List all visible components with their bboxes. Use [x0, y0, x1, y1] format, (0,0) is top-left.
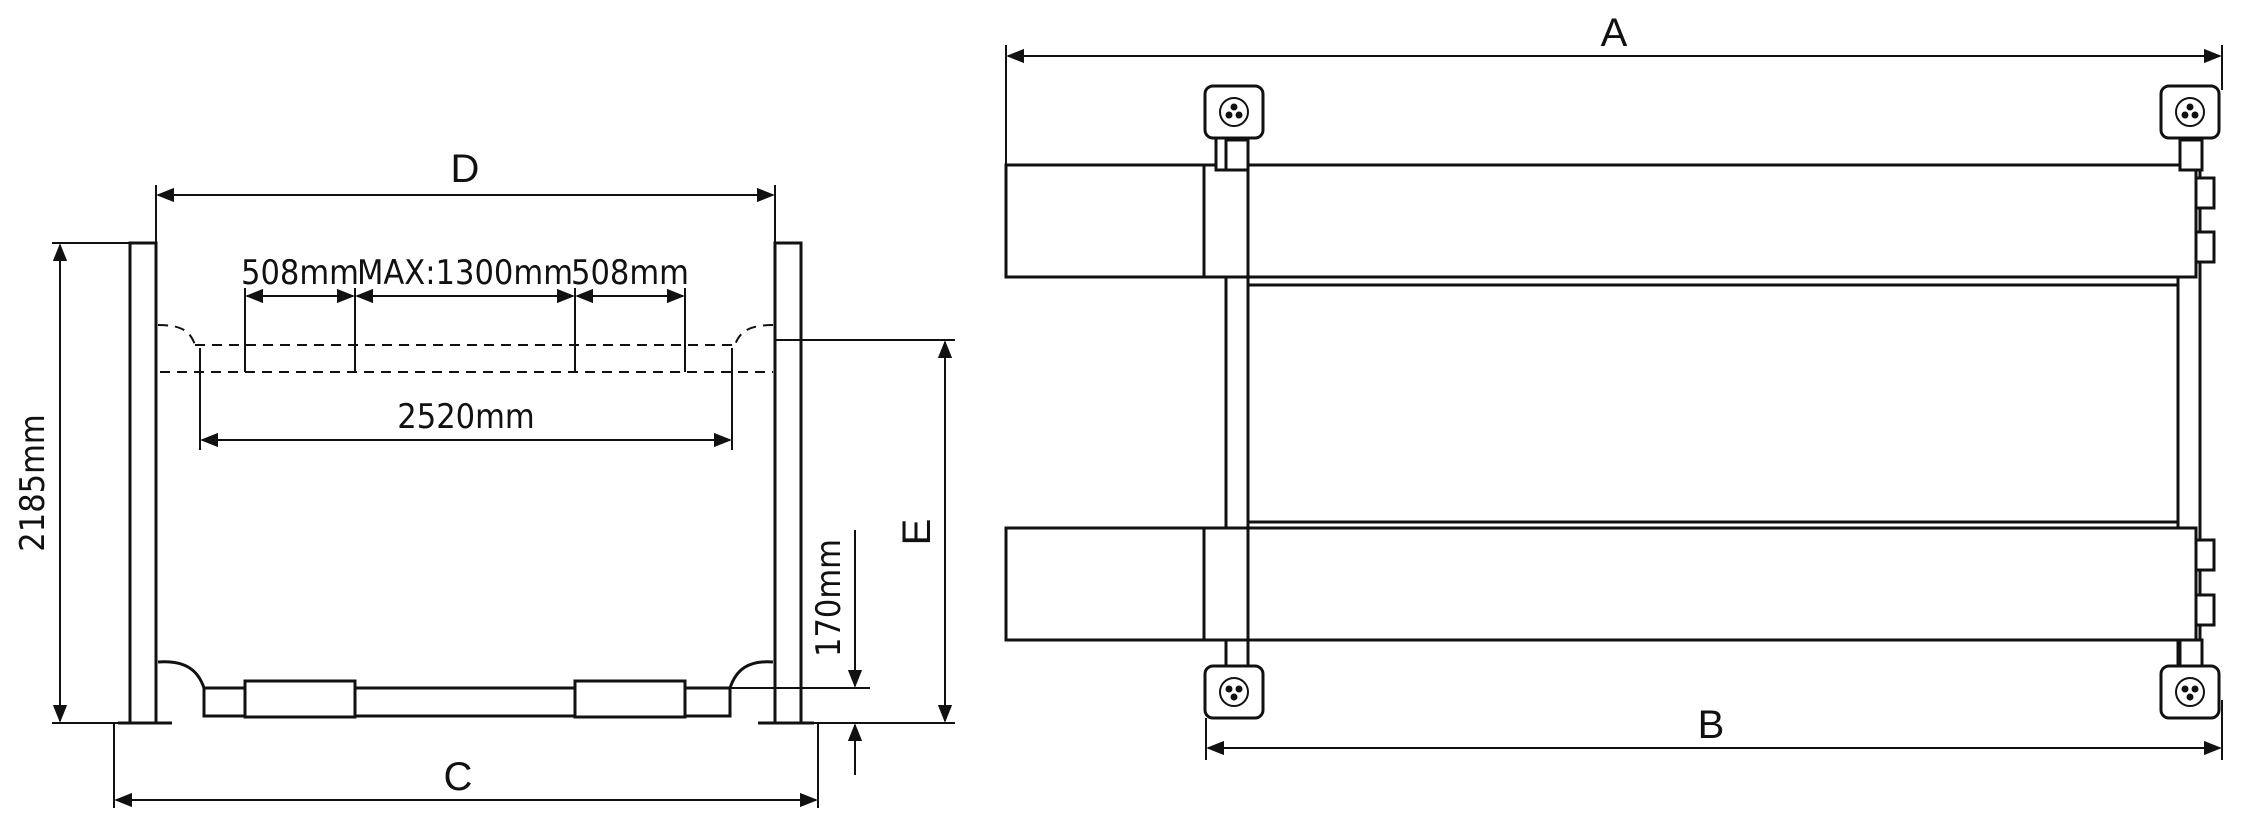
post-top-front-right — [1203, 638, 1265, 720]
label-d: D — [451, 147, 480, 191]
dim-min-height: 170mm — [809, 539, 849, 657]
dim-max-spacing: MAX:1300mm — [357, 253, 573, 293]
top-runway — [1004, 163, 2216, 279]
left-post — [128, 241, 158, 725]
dim-overall-width: 2520mm — [397, 397, 534, 437]
bottom-runway — [1004, 526, 2216, 642]
post-top-rear-right — [2159, 638, 2221, 720]
front-view: D 508mm MAX:1300mm 508mm 2520mm 2185mm E… — [13, 147, 955, 808]
right-post — [773, 241, 803, 725]
label-c: C — [444, 755, 473, 799]
post-top-rear-left — [2159, 84, 2221, 172]
label-e: E — [895, 519, 939, 546]
dim-ramp-right: 508mm — [571, 253, 689, 293]
raised-runway — [157, 324, 774, 373]
lowered-runway — [157, 660, 774, 719]
post-top-front-left — [1203, 84, 1265, 172]
dim-height: 2185mm — [13, 414, 53, 551]
label-b: B — [1698, 703, 1725, 747]
dim-ramp-left: 508mm — [241, 253, 359, 293]
label-a: A — [1601, 11, 1628, 55]
top-view: A B — [1004, 11, 2223, 760]
